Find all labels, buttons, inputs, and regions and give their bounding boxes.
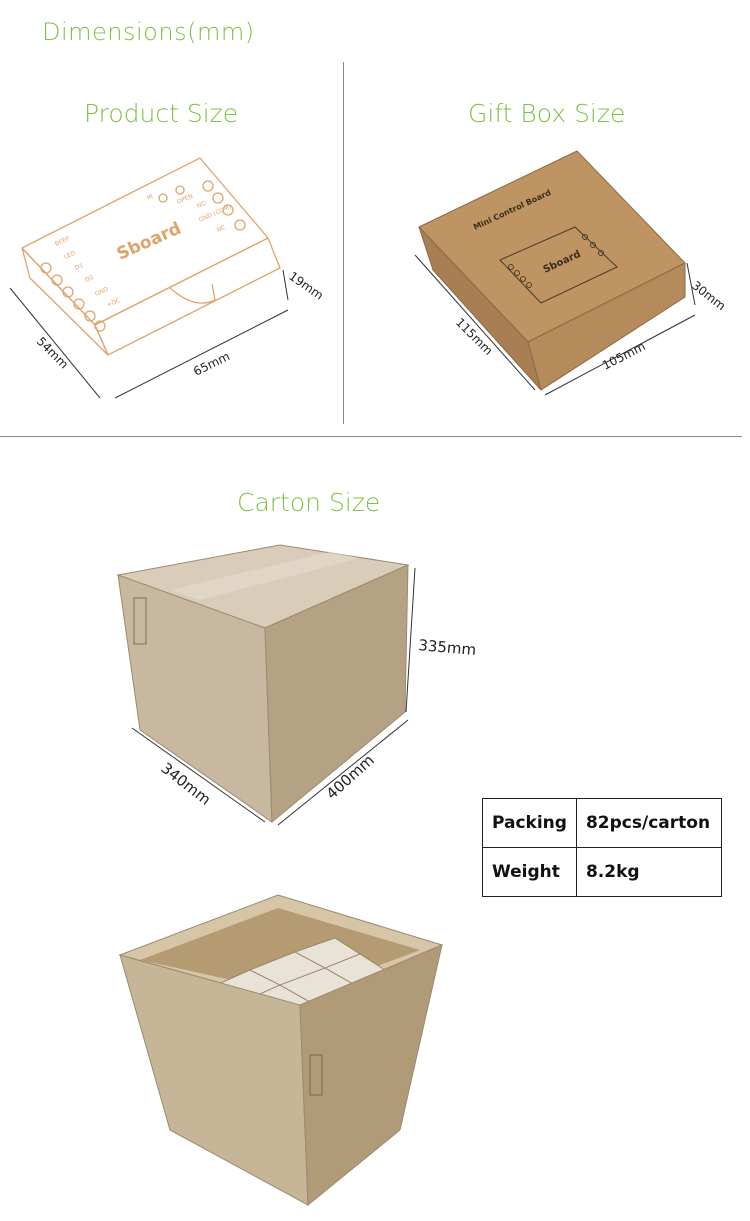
product-label-nc: NC xyxy=(216,224,227,234)
carton-dim-height: 335mm xyxy=(418,636,477,659)
gift-box-size-title: Gift Box Size xyxy=(468,99,626,128)
section-divider-vertical xyxy=(343,62,344,424)
product-label-led: LED xyxy=(63,249,77,260)
gift-box-image: Mini Control Board Sboard 115mm 105mm 30… xyxy=(414,150,728,396)
product-sketch: Sboard BEEP LED D1 D0 GND +DC IR OPEN NO… xyxy=(9,157,326,399)
product-label-beep: BEEP xyxy=(54,235,71,248)
table-row: Weight 8.2kg xyxy=(482,847,722,897)
product-label-d0: D0 xyxy=(84,274,95,284)
carton-size-title: Carton Size xyxy=(237,488,381,517)
section-divider-horizontal xyxy=(0,436,742,437)
table-row: Packing 82pcs/carton xyxy=(482,798,722,848)
product-dim-length: 65mm xyxy=(191,349,232,379)
product-label-no: NO xyxy=(196,200,208,210)
product-size-title: Product Size xyxy=(84,99,239,128)
weight-label: Weight xyxy=(482,847,577,897)
packing-spec-table: Packing 82pcs/carton Weight 8.2kg xyxy=(482,798,722,897)
weight-value: 8.2kg xyxy=(575,847,722,897)
product-label-d1: D1 xyxy=(74,262,85,272)
packing-value: 82pcs/carton xyxy=(575,798,722,848)
product-label-gnd: GND xyxy=(94,286,110,298)
product-label-open: OPEN xyxy=(176,193,194,206)
packing-label: Packing xyxy=(482,798,577,848)
product-label-dc: +DC xyxy=(106,297,121,309)
product-brand-label: Sboard xyxy=(114,219,184,265)
carton-open-image xyxy=(118,894,444,1207)
page-heading: Dimensions(mm) xyxy=(42,18,255,46)
carton-closed-image: 340mm 400mm 335mm xyxy=(116,544,477,826)
gift-box-dim-height: 30mm xyxy=(689,278,728,313)
product-dim-height: 19mm xyxy=(286,269,326,303)
product-label-ir: IR xyxy=(146,193,154,202)
